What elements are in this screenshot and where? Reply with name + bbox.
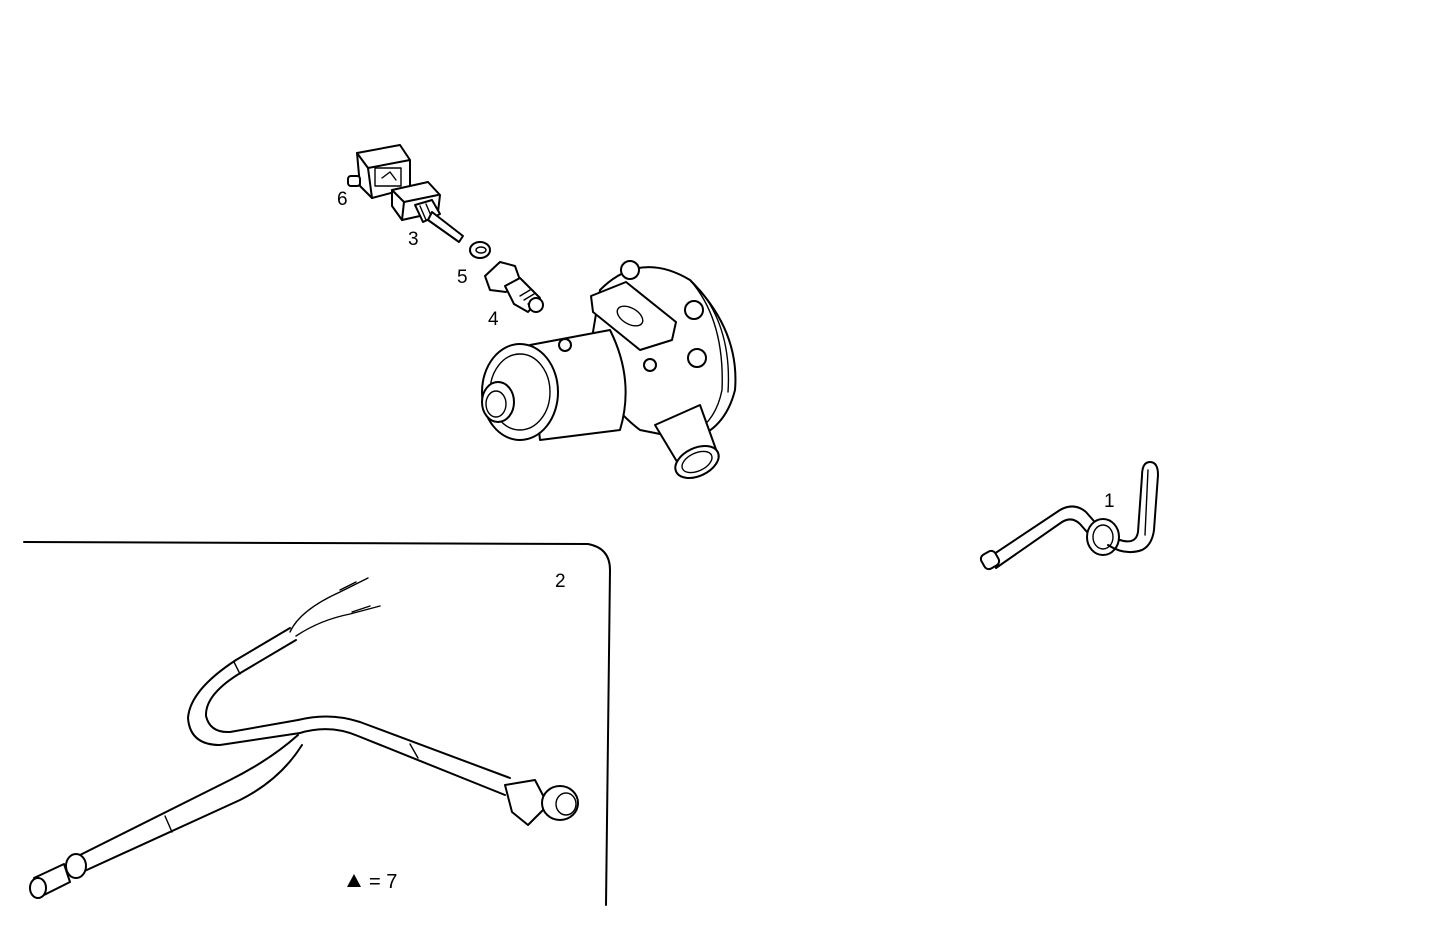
callout-1: 1 (1104, 491, 1115, 512)
temperature-sender-part-3 (391, 181, 464, 243)
probe-tube-part-1 (979, 461, 1159, 571)
legend-equals: = (369, 871, 381, 893)
sealing-ring-part-5 (469, 241, 491, 259)
callout-4: 4 (488, 309, 499, 330)
water-pump-illustration (481, 260, 737, 479)
legend-triangle-equals-7: = 7 (347, 872, 397, 892)
callout-3: 3 (408, 229, 419, 250)
callout-6: 6 (337, 189, 348, 210)
legend-value: 7 (386, 871, 398, 893)
wiring-harness-part-2 (29, 577, 579, 899)
callout-5: 5 (457, 267, 468, 288)
triangle-icon (347, 874, 361, 887)
harness-group-frame (23, 541, 611, 906)
threaded-adapter-part-4 (484, 261, 544, 313)
callout-2: 2 (555, 571, 566, 592)
